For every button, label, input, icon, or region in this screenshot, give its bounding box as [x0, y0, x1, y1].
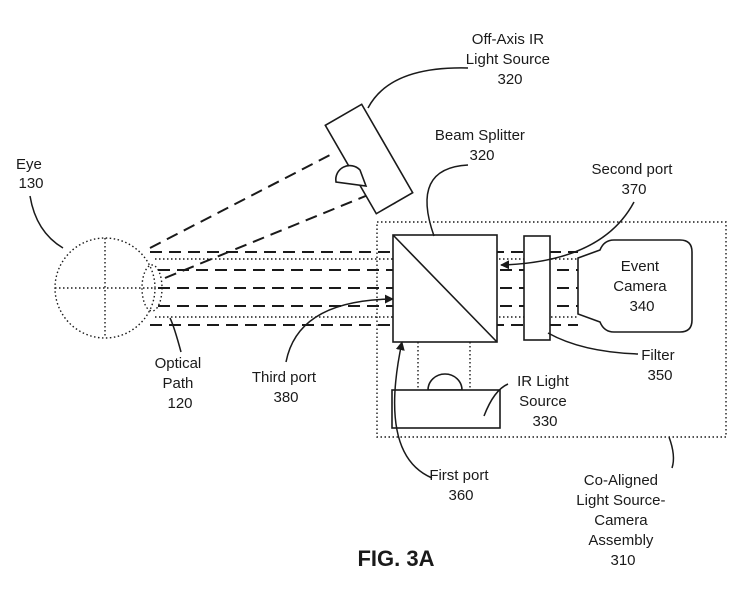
figure-title: FIG. 3A — [357, 546, 434, 571]
off-axis-ir-light-source — [324, 103, 414, 215]
off-axis-ir-leader — [367, 67, 469, 109]
filter-leader — [547, 332, 639, 355]
beam-splitter-leader — [426, 164, 469, 237]
assembly-label: Co-Aligned Light Source- Camera Assembly… — [576, 472, 669, 569]
optical-path-leader — [169, 317, 182, 353]
first-port-label: First port 360 — [429, 467, 492, 504]
optical-path — [155, 258, 578, 318]
eye — [54, 237, 163, 339]
third-port-label: Third port 380 — [252, 369, 320, 406]
ir-light-source-label: IR Light Source 330 — [517, 373, 573, 430]
eye-label: Eye 130 — [16, 156, 46, 192]
filter — [523, 235, 551, 341]
ir-light-source-leader — [483, 383, 509, 417]
filter-label: Filter 350 — [641, 347, 679, 384]
ir-light-source — [391, 373, 501, 429]
second-port-leader — [500, 201, 635, 270]
beam-splitter — [392, 234, 498, 343]
third-port-leader — [285, 294, 394, 363]
assembly-enclosure — [376, 221, 727, 438]
ir-source-path — [417, 342, 471, 390]
light-beams — [149, 154, 578, 326]
eye-leader — [29, 195, 64, 249]
event-camera-label: Event Camera 340 — [613, 258, 671, 315]
second-port-label: Second port 370 — [591, 161, 676, 198]
beam-splitter-label: Beam Splitter 320 — [435, 127, 529, 164]
event-camera — [577, 239, 693, 333]
optical-path-label: Optical Path 120 — [155, 355, 206, 412]
off-axis-ir-led-dome — [335, 164, 368, 187]
assembly-leader — [668, 436, 675, 469]
off-axis-ir-label: Off-Axis IR Light Source 320 — [466, 31, 554, 88]
first-port-leader — [393, 341, 433, 479]
